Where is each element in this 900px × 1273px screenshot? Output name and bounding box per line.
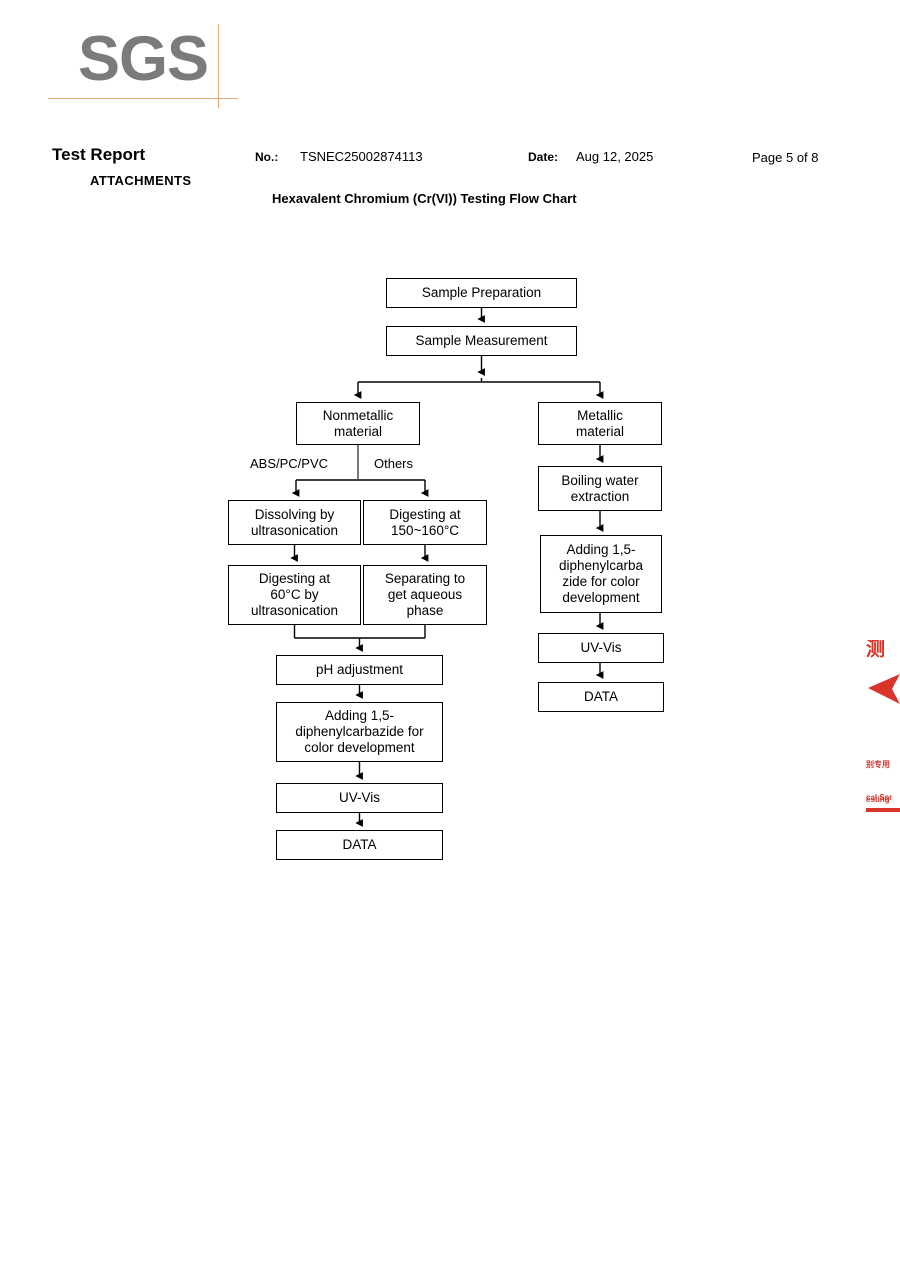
flow-chart-title: Hexavalent Chromium (Cr(VI)) Testing Flo… (272, 191, 577, 206)
sgs-logo: SGS (78, 24, 209, 94)
node-ph-adjustment: pH adjustment (276, 655, 443, 685)
page-title: Test Report (52, 145, 146, 164)
node-digesting-60-ultrasonication: Digesting at 60°C by ultrasonication (228, 565, 361, 625)
edge-stamp-text-3: cal Ser (866, 793, 893, 802)
node-metallic-material: Metallic material (538, 402, 662, 445)
edge-stamp-text-2: esting (866, 795, 890, 804)
node-data-right: DATA (538, 682, 664, 712)
node-sample-measurement: Sample Measurement (386, 326, 577, 356)
page-number: Page 5 of 8 (752, 150, 819, 165)
page-subtitle: ATTACHMENTS (90, 173, 192, 188)
node-boiling-water-extraction: Boiling water extraction (538, 466, 662, 511)
report-no-label: No.: (255, 150, 279, 164)
node-adding-dpc-left: Adding 1,5- diphenylcarbazide for color … (276, 702, 443, 762)
node-uv-vis-right: UV-Vis (538, 633, 664, 663)
report-date-value: Aug 12, 2025 (576, 149, 654, 164)
edge-label-abs-pc-pvc: ABS/PC/PVC (250, 456, 329, 471)
node-separating-aqueous-phase: Separating to get aqueous phase (363, 565, 487, 625)
report-date-label: Date: (528, 150, 559, 164)
edge-stamp-arrow-icon (868, 674, 900, 704)
edge-stamp-text-1: 别专用 (866, 760, 890, 769)
report-no-value: TSNEC25002874113 (300, 149, 423, 164)
node-sample-preparation: Sample Preparation (386, 278, 577, 308)
node-dissolving-by-ultrasonication: Dissolving by ultrasonication (228, 500, 361, 545)
logo-vertical-rule (218, 24, 219, 108)
node-nonmetallic-material: Nonmetallic material (296, 402, 420, 445)
node-uv-vis-left: UV-Vis (276, 783, 443, 813)
edge-stamp-bar (866, 808, 900, 812)
edge-label-others: Others (374, 456, 414, 471)
node-digesting-150-160: Digesting at 150~160°C (363, 500, 487, 545)
edge-stamp-glyph-icon: 测 (866, 640, 885, 660)
logo-horizontal-rule (48, 98, 238, 99)
node-data-left: DATA (276, 830, 443, 860)
node-adding-dpc-right: Adding 1,5- diphenylcarba zide for color… (540, 535, 662, 613)
